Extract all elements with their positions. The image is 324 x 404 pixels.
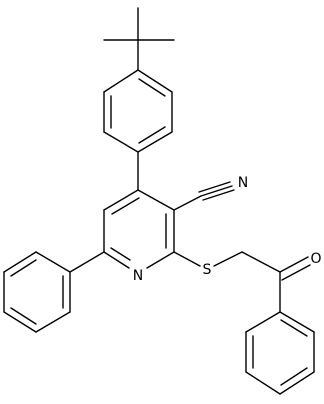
bond-s-ch2 — [213, 251, 243, 267]
ring-b-bond — [3, 311, 37, 333]
phenyl-ring-bottom — [245, 311, 315, 395]
triple-bond-line — [198, 181, 231, 193]
carbonyl-double-bond — [279, 256, 309, 273]
ring-a-double-bond — [138, 126, 166, 144]
pyridine-bond — [137, 189, 175, 211]
ring-b-bond — [3, 251, 37, 273]
ring-a-bond — [103, 131, 139, 153]
carbonyl-double-bond — [281, 264, 311, 281]
ring-c-double-bond — [280, 319, 308, 337]
pyridine-double-bond — [111, 197, 140, 215]
ring-b-bond — [35, 251, 71, 273]
nitrile-nitrogen-label: N — [238, 175, 248, 191]
ring-c-bond — [245, 311, 281, 333]
triple-bond-line — [202, 189, 235, 201]
ring-c-bond — [279, 371, 315, 395]
nitrile-group — [173, 181, 235, 211]
carbonyl-oxygen-label: O — [310, 251, 321, 267]
pyridine-double-bond — [110, 247, 131, 261]
ring-a-bond — [137, 69, 173, 93]
pyridine-bond — [103, 251, 130, 269]
ring-a-bond — [137, 131, 173, 153]
bond-pyridine-phenyl — [69, 251, 105, 273]
ring-c-bond — [279, 311, 315, 333]
ring-b-double-bond — [10, 259, 37, 277]
bond-ch2-carbonyl — [241, 251, 281, 273]
pyridine-ring — [103, 189, 175, 269]
ring-a-double-bond — [138, 78, 166, 97]
phenyl-ring-left — [3, 251, 71, 333]
carbonyl-group — [279, 256, 311, 313]
pyridine-nitrogen-label: N — [133, 268, 143, 284]
ring-a-bond — [103, 69, 139, 93]
thioether-chain — [173, 251, 281, 273]
ring-c-double-bond — [280, 367, 308, 386]
ring-b-double-bond — [10, 307, 37, 325]
tert-butyl-group — [103, 7, 175, 71]
ring-b-bond — [35, 311, 71, 333]
bond-ring-s — [173, 251, 201, 267]
pyridine-bond — [103, 189, 139, 211]
tolyl-ring — [103, 69, 173, 153]
sulfur-label: S — [203, 262, 212, 278]
triple-bond-line — [200, 185, 233, 197]
ring-c-bond — [245, 371, 281, 395]
bond-ring-cn — [173, 195, 202, 211]
pyridine-bond — [146, 251, 175, 269]
